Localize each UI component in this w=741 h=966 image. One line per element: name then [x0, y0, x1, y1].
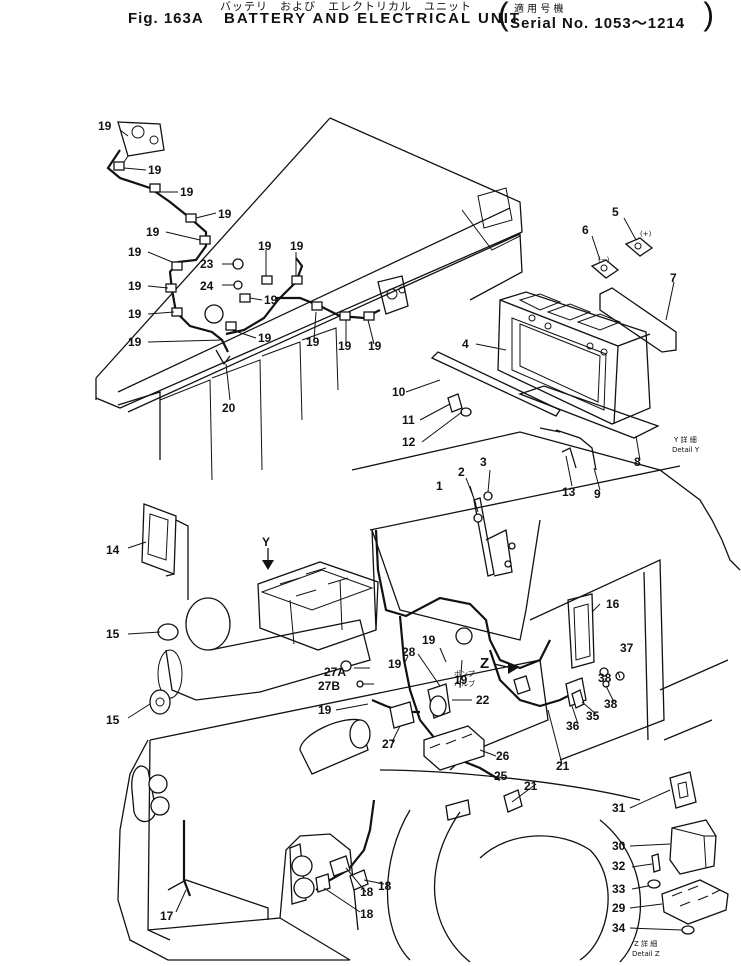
- callout-34: 34: [612, 921, 626, 935]
- callout-24: 24: [200, 279, 214, 293]
- callout-19: 19: [258, 331, 272, 345]
- callout-11: 11: [402, 413, 415, 427]
- callout-9: 9: [594, 487, 601, 501]
- callout-37: 37: [620, 641, 634, 655]
- callout-21: 21: [556, 759, 570, 773]
- leader-lines: [119, 129, 683, 931]
- callout-19: 19: [218, 207, 232, 221]
- callout-36: 36: [566, 719, 580, 733]
- callout-18: 18: [360, 907, 374, 921]
- callout-19: 19: [388, 657, 402, 671]
- callout-19: 19: [128, 307, 142, 321]
- callout-4: 4: [462, 337, 469, 351]
- callout-28: 28: [402, 645, 416, 659]
- pump-valve-jp: ポンプ: [454, 670, 475, 678]
- callout-7: 7: [670, 271, 677, 285]
- detail-z-caption: Detail Z: [632, 950, 660, 958]
- title-block: バッテリ および エレクトリカル ユニット Fig. 163A BATTERY …: [0, 0, 741, 40]
- callout-19: 19: [422, 633, 436, 647]
- detail-y-jp: Y 詳 細: [673, 435, 697, 444]
- callout-19: 19: [264, 293, 278, 307]
- callout-8: 8: [634, 455, 641, 469]
- battery-assembly: [430, 237, 677, 471]
- callout-19: 19: [128, 245, 142, 259]
- callout-10: 10: [392, 385, 406, 399]
- callout-38: 38: [598, 671, 612, 685]
- callout-12: 12: [402, 435, 416, 449]
- view-arrow-z: Z: [480, 655, 518, 674]
- callout-25: 25: [494, 769, 508, 783]
- callout-38: 38: [604, 697, 618, 711]
- callout-22: 22: [476, 693, 490, 707]
- callout-31: 31: [612, 801, 626, 815]
- callout-19: 19: [128, 335, 142, 349]
- wiring-harness-upper: [106, 149, 381, 366]
- callout-3: 3: [480, 455, 487, 469]
- callout-18: 18: [378, 879, 392, 893]
- callout-19: 19: [180, 185, 194, 199]
- callout-23: 23: [200, 257, 214, 271]
- detail-y-caption: Detail Y: [672, 446, 700, 454]
- callout-19: 19: [318, 703, 332, 717]
- left-paren: (: [498, 0, 509, 32]
- lower-body-structure: [117, 431, 741, 963]
- callout-2: 2: [458, 465, 465, 479]
- callout-19: 19: [146, 225, 160, 239]
- upper-hood-structure: [95, 117, 523, 481]
- positive-terminal-label: (+): [640, 230, 652, 238]
- callout-30: 30: [612, 839, 626, 853]
- callout-26: 26: [496, 749, 510, 763]
- callout-19: 19: [338, 339, 352, 353]
- callout-19: 19: [148, 163, 162, 177]
- callout-27a: 27A: [324, 665, 346, 679]
- serial-range: ( 適 用 号 機 Serial No. 1053～1214 ): [498, 0, 714, 34]
- callout-13: 13: [562, 485, 576, 499]
- callout-14: 14: [106, 543, 120, 557]
- callout-19: 19: [258, 239, 272, 253]
- serial-number-text: Serial No. 1053～1214: [510, 15, 686, 32]
- svg-text:Y: Y: [262, 535, 270, 549]
- callout-6: 6: [582, 223, 589, 237]
- callout-5: 5: [612, 205, 619, 219]
- figure-number: Fig. 163A: [128, 10, 204, 27]
- svg-text:Z: Z: [480, 655, 489, 672]
- callout-19: 19: [290, 239, 304, 253]
- callout-33: 33: [612, 882, 626, 896]
- detail-z-jp: Z 詳 細: [634, 939, 657, 948]
- serial-japanese: 適 用 号 機: [514, 4, 564, 15]
- callout-labels: 19 19 19 19 19 19 19 19 19 19 19 19 19 1…: [98, 119, 677, 935]
- right-paren: ): [703, 0, 714, 32]
- callout-21: 21: [524, 779, 538, 793]
- callout-16: 16: [606, 597, 620, 611]
- callout-19: 19: [98, 119, 112, 133]
- japanese-subtitle: バッテリ および エレクトリカル ユニット: [220, 0, 472, 13]
- callout-19: 19: [128, 279, 142, 293]
- callout-18: 18: [360, 885, 374, 899]
- callout-17: 17: [160, 909, 174, 923]
- negative-terminal-label: (−): [598, 256, 610, 264]
- callout-19: 19: [306, 335, 320, 349]
- upper-left-bracket: [117, 121, 165, 163]
- callout-15: 15: [106, 627, 120, 641]
- pump-valve-jp-2: バルブ: [454, 679, 475, 688]
- callout-15: 15: [106, 713, 120, 727]
- callout-35: 35: [586, 709, 600, 723]
- callout-19: 19: [368, 339, 382, 353]
- view-arrow-y: Y: [262, 535, 274, 570]
- callout-19: 19: [454, 673, 468, 687]
- figure-title: BATTERY AND ELECTRICAL UNIT: [224, 10, 522, 27]
- callout-20: 20: [222, 401, 236, 415]
- callout-27b: 27B: [318, 679, 340, 693]
- callout-27: 27: [382, 737, 396, 751]
- detail-z-assembly: [647, 771, 729, 935]
- callout-29: 29: [612, 901, 626, 915]
- callout-1: 1: [436, 479, 443, 493]
- callout-32: 32: [612, 859, 626, 873]
